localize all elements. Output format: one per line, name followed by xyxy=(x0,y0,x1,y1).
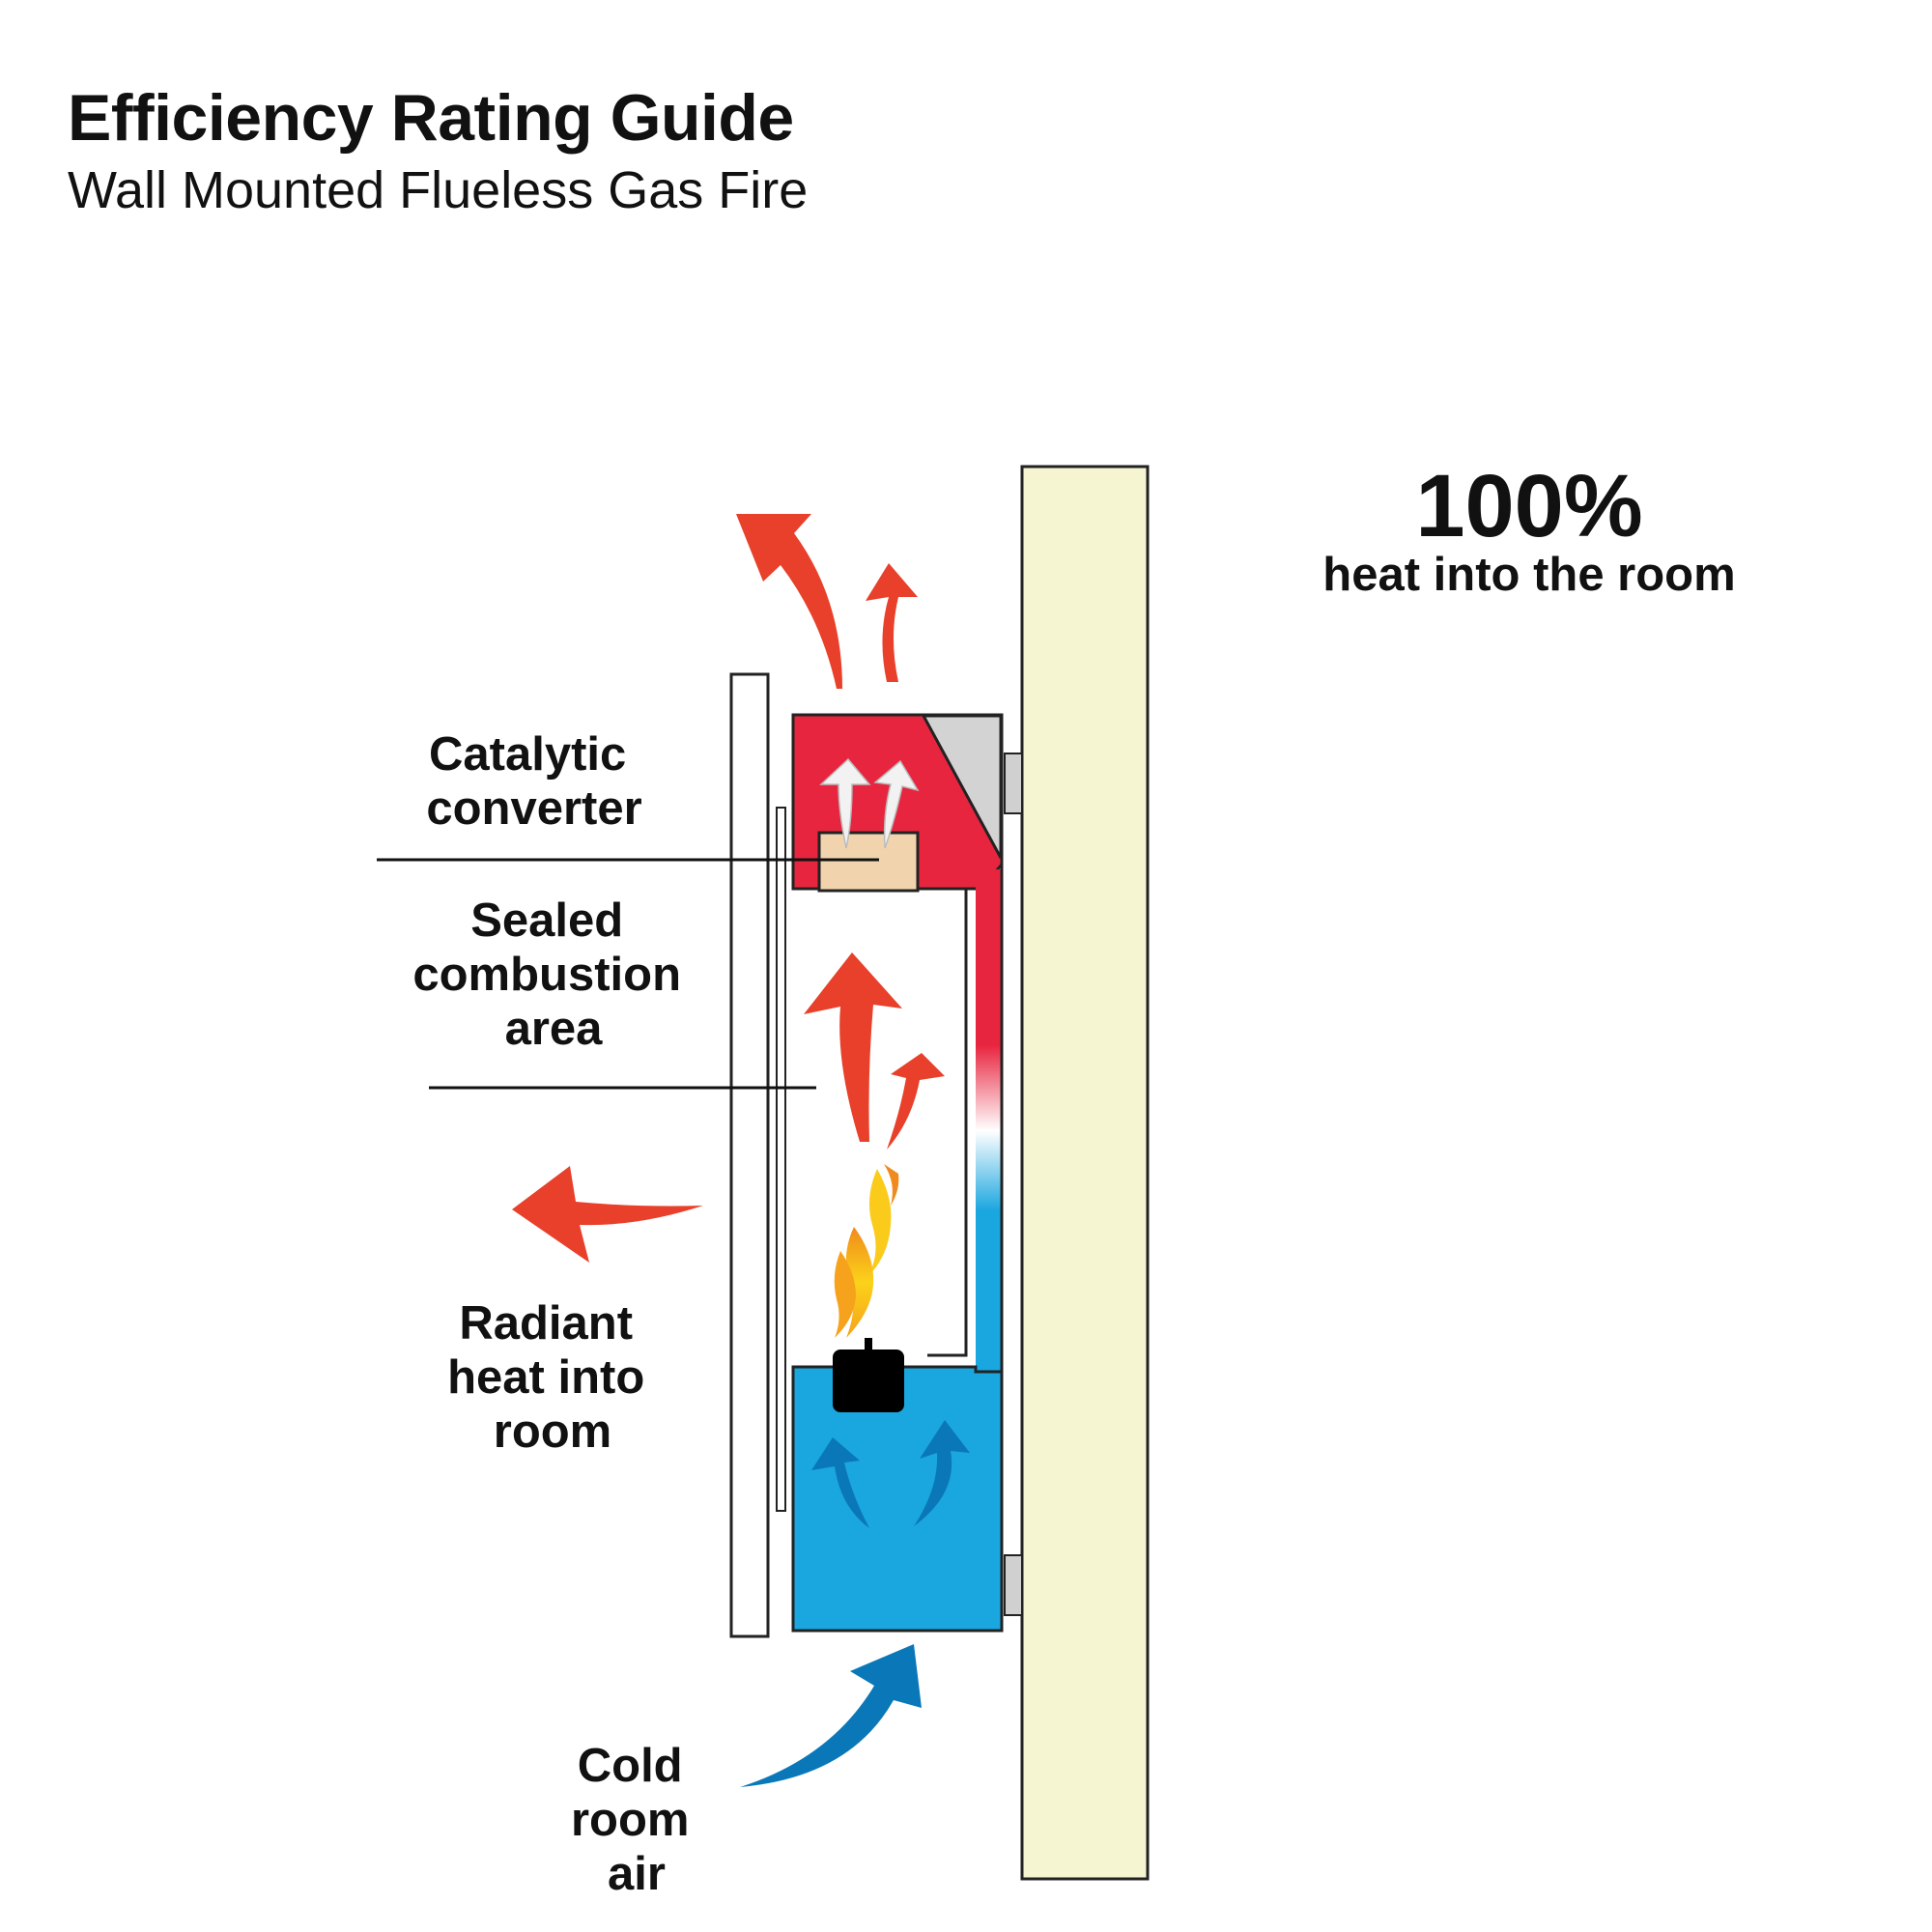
cold-air-label: Cold room air xyxy=(571,1740,702,1900)
efficiency-caption: heat into the room xyxy=(1322,549,1735,601)
efficiency-percentage: 100% xyxy=(1415,457,1642,555)
radiant-label: Radiant heat into room xyxy=(447,1297,658,1458)
wall-bracket-top xyxy=(1004,753,1023,814)
front-glass-panel xyxy=(729,672,770,1638)
sealed-combustion-area xyxy=(927,889,968,1357)
rising-heat-arrows-middle xyxy=(804,952,945,1150)
sealed-label: Sealed combustion area xyxy=(412,895,694,1055)
flue-channel xyxy=(976,869,1002,1372)
flames xyxy=(834,1164,899,1338)
wall xyxy=(1020,465,1150,1881)
burner xyxy=(833,1338,904,1412)
wall-bracket-bottom xyxy=(1004,1554,1023,1616)
page-title: Efficiency Rating Guide xyxy=(68,81,794,155)
catalytic-label: Catalytic converter xyxy=(426,728,641,835)
radiant-heat-arrow xyxy=(512,1166,703,1263)
cold-air-arrows-inner xyxy=(811,1420,970,1528)
page-subtitle: Wall Mounted Flueless Gas Fire xyxy=(68,161,809,219)
inner-glass xyxy=(776,807,786,1512)
white-arrows xyxy=(819,757,920,849)
cold-air-arrow xyxy=(740,1644,922,1787)
catalytic-converter xyxy=(817,831,920,893)
rising-heat-arrows-top xyxy=(736,514,918,689)
